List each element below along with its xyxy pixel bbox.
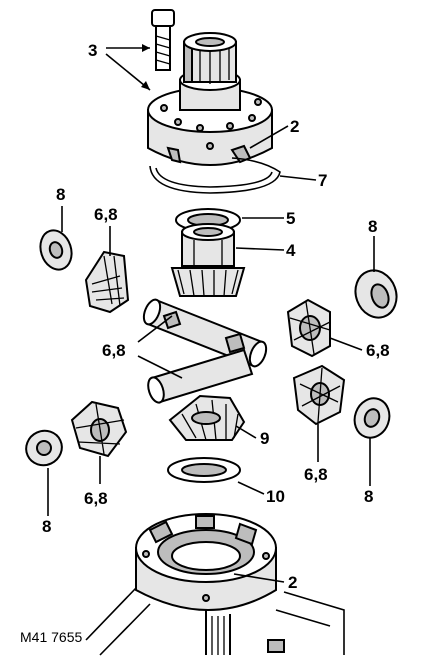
planet-gear-left-bottom <box>70 400 128 458</box>
planet-gear-right-top <box>286 298 331 358</box>
label-thrust-washer-lower: 10 <box>266 487 285 506</box>
label-planet-left-bottom: 6,8 <box>84 489 108 508</box>
washer-left-bottom <box>25 429 63 467</box>
bolt <box>151 9 175 71</box>
label-side-gear-lower: 9 <box>260 429 269 448</box>
washer-right-top <box>354 269 398 319</box>
circlip <box>149 157 281 194</box>
label-cross-shaft: 6,8 <box>102 341 126 360</box>
planet-gear-left-top <box>84 250 130 314</box>
label-planet-right-top: 6,8 <box>366 341 390 360</box>
label-bolt: 3 <box>88 41 97 60</box>
cross-shaft <box>142 298 268 404</box>
washer-left-top <box>39 229 73 271</box>
upper-case-half <box>147 32 273 166</box>
figure-code: M41 7655 <box>20 629 82 645</box>
axle-housing <box>85 587 345 656</box>
label-washer-left-bottom: 8 <box>42 517 51 536</box>
label-washer-right-top: 8 <box>368 217 377 236</box>
leader-lines <box>47 44 375 583</box>
label-planet-right-bottom: 6,8 <box>304 465 328 484</box>
side-gear-upper <box>170 223 246 297</box>
washer-right-bottom <box>353 397 391 439</box>
label-thrust-washer-upper: 5 <box>286 209 295 228</box>
thrust-washer-lower <box>167 457 241 483</box>
label-washer-right-bottom: 8 <box>364 487 373 506</box>
side-gear-lower <box>168 394 246 441</box>
label-side-gear-upper: 4 <box>286 241 296 260</box>
label-circlip: 7 <box>318 171 327 190</box>
label-case-upper: 2 <box>290 117 299 136</box>
planet-gear-right-bottom <box>292 364 346 426</box>
label-planet-left-top: 6,8 <box>94 205 118 224</box>
lower-case-half <box>135 513 277 611</box>
label-washer-left-top: 8 <box>56 185 65 204</box>
label-case-lower: 2 <box>288 573 297 592</box>
